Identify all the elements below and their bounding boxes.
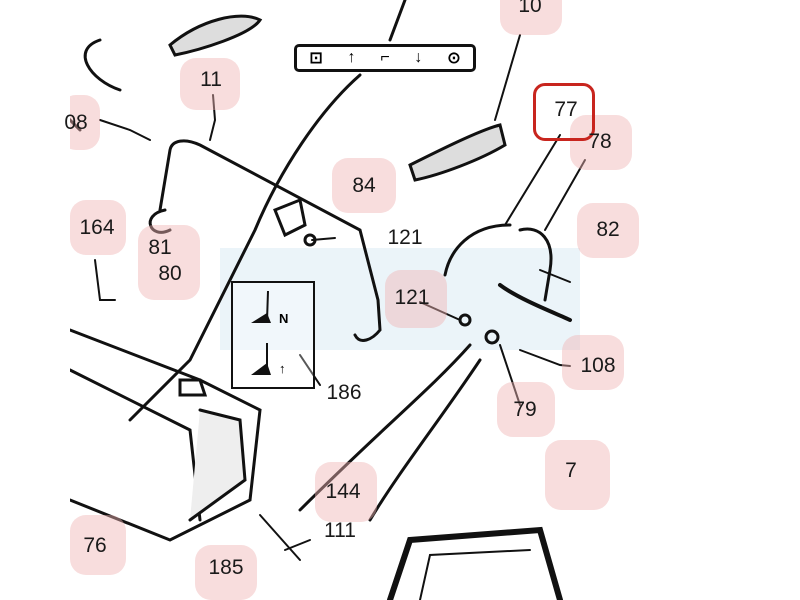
callout-80[interactable]: 80: [158, 262, 182, 285]
callout-82[interactable]: 82: [596, 218, 620, 241]
callout-pad: [545, 440, 610, 510]
callout-121[interactable]: 121: [387, 226, 423, 249]
left-margin: [0, 0, 70, 600]
unlock-icon: ⊙: [447, 50, 461, 67]
callout-79[interactable]: 79: [513, 398, 537, 421]
callout-08[interactable]: 08: [64, 111, 88, 134]
callout-77[interactable]: 77: [554, 98, 578, 121]
down-arrow-icon: ↓: [414, 49, 423, 66]
callout-121b[interactable]: 121: [394, 286, 430, 309]
up-arrow-icon: ↑: [347, 49, 356, 66]
callout-185[interactable]: 185: [208, 556, 244, 579]
up-label: ↑: [279, 361, 286, 376]
callout-pad: [497, 382, 555, 437]
callout-111[interactable]: 111: [324, 519, 356, 542]
callout-pad: [315, 462, 377, 522]
callout-pad: [385, 270, 447, 328]
lever-decal: N ↑: [231, 281, 315, 389]
lever-icon: ⌐: [380, 49, 390, 66]
neutral-label: N: [279, 311, 289, 326]
callout-pad: [180, 58, 240, 110]
callout-186[interactable]: 186: [326, 381, 362, 404]
callout-11[interactable]: 11: [200, 68, 222, 91]
callout-76[interactable]: 76: [83, 534, 107, 557]
highlight-ring: [533, 83, 595, 141]
callout-164[interactable]: 164: [79, 216, 115, 239]
lever-icon: [251, 290, 271, 375]
callout-pad: [70, 200, 126, 255]
lock-icon: ⊡: [309, 50, 323, 67]
callout-pad: [562, 335, 624, 390]
callout-pad: [70, 515, 126, 575]
callout-78[interactable]: 78: [588, 130, 612, 153]
callout-pad: [195, 545, 257, 600]
callout-144[interactable]: 144: [325, 480, 361, 503]
callout-7[interactable]: 7: [565, 459, 577, 482]
callout-81[interactable]: 81: [148, 236, 172, 259]
control-icon-strip: ⊡ ↑ ⌐ ↓ ⊙: [294, 44, 476, 72]
callout-pad: [138, 225, 200, 300]
callout-pad: [332, 158, 396, 213]
callout-108[interactable]: 108: [580, 354, 616, 377]
callout-pad: [577, 203, 639, 258]
callout-10[interactable]: 10: [518, 0, 542, 17]
callout-pad: [500, 0, 562, 35]
callout-pad: [570, 115, 632, 170]
callout-84[interactable]: 84: [352, 174, 376, 197]
